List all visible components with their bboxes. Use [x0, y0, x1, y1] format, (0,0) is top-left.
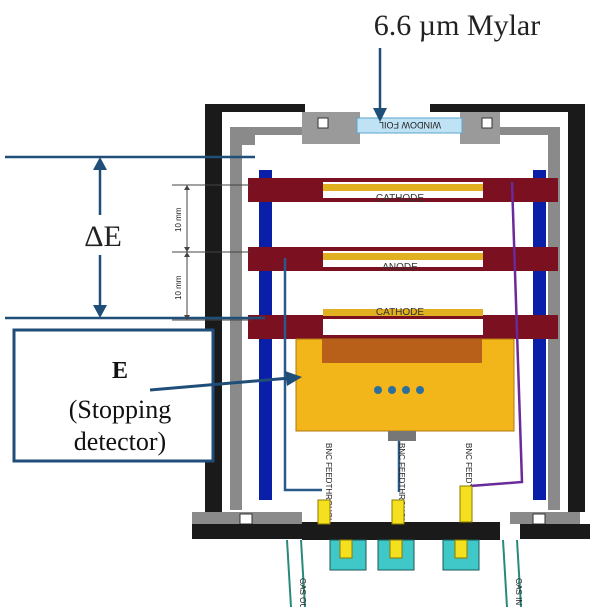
clamp-bolt-left	[317, 117, 329, 129]
stopping-line-2: detector)	[74, 427, 166, 456]
feedthrough-label-3: BNC FEEDTHROUGH	[464, 443, 473, 524]
detector-mount	[388, 431, 416, 441]
e-arrow-head	[285, 371, 302, 386]
anode-label: ANODE	[382, 262, 418, 273]
mylar-arrow-head	[373, 108, 387, 122]
cathode-bottom-label: CATHODE	[376, 307, 424, 318]
e-arrow-shaft	[149, 376, 291, 392]
stopping-detector-top	[322, 339, 482, 363]
stopping-line-1: (Stopping	[69, 395, 172, 424]
base-plate-center	[302, 522, 500, 540]
cathode-top-plane	[323, 184, 483, 191]
gas-in-port	[502, 539, 522, 607]
delta-e-label: ΔE	[84, 220, 122, 253]
bnc-connector-2	[377, 499, 415, 571]
gap-lower-label: 10 mm	[174, 275, 183, 300]
window-foil	[356, 117, 463, 134]
housing-top-left	[205, 104, 305, 132]
gap-upper-label: 10 mm	[174, 207, 183, 232]
flange-bolt-left	[239, 513, 253, 525]
housing-top-right	[430, 104, 585, 512]
feedthrough-label-1: BNC FEEDTHROUGH	[324, 443, 333, 524]
e-annotation-box	[12, 328, 215, 463]
base-plate-right	[520, 524, 590, 539]
feedthrough-label-2: BNC FEEDTHROUGH	[397, 443, 406, 524]
detector-connectors	[374, 386, 424, 394]
dimension-lines	[172, 184, 250, 321]
chamber-top-left	[230, 127, 305, 145]
window-clamp-left	[302, 112, 360, 144]
chamber-left-wall	[230, 140, 242, 510]
delta-e-arrow-down-head	[93, 305, 107, 318]
cathode-bottom-plane	[323, 309, 483, 316]
base-plate-left	[192, 524, 302, 539]
gas-out-port	[286, 539, 306, 607]
anode-plane	[323, 253, 483, 260]
delta-e-arrow-up-head	[93, 157, 107, 170]
window-foil-label: WINDOW FOIL	[379, 120, 441, 130]
mylar-label: 6.6 µm Mylar	[374, 9, 540, 42]
cathode-signal-wire	[469, 181, 524, 488]
window-clamp-right	[460, 112, 500, 144]
gas-in-label: GAS IN	[514, 578, 523, 605]
e-label: E	[112, 358, 128, 384]
cathode-top-label: CATHODE	[376, 193, 424, 204]
anode-signal-wire	[283, 258, 322, 492]
flange-bolt-right	[532, 513, 546, 525]
cathode-bottom-gap	[323, 319, 483, 335]
bnc-connector-1	[317, 499, 367, 571]
clamp-bolt-right	[481, 117, 493, 129]
gas-out-label: GAS OUT	[298, 578, 307, 607]
bnc-connector-3	[442, 485, 480, 571]
